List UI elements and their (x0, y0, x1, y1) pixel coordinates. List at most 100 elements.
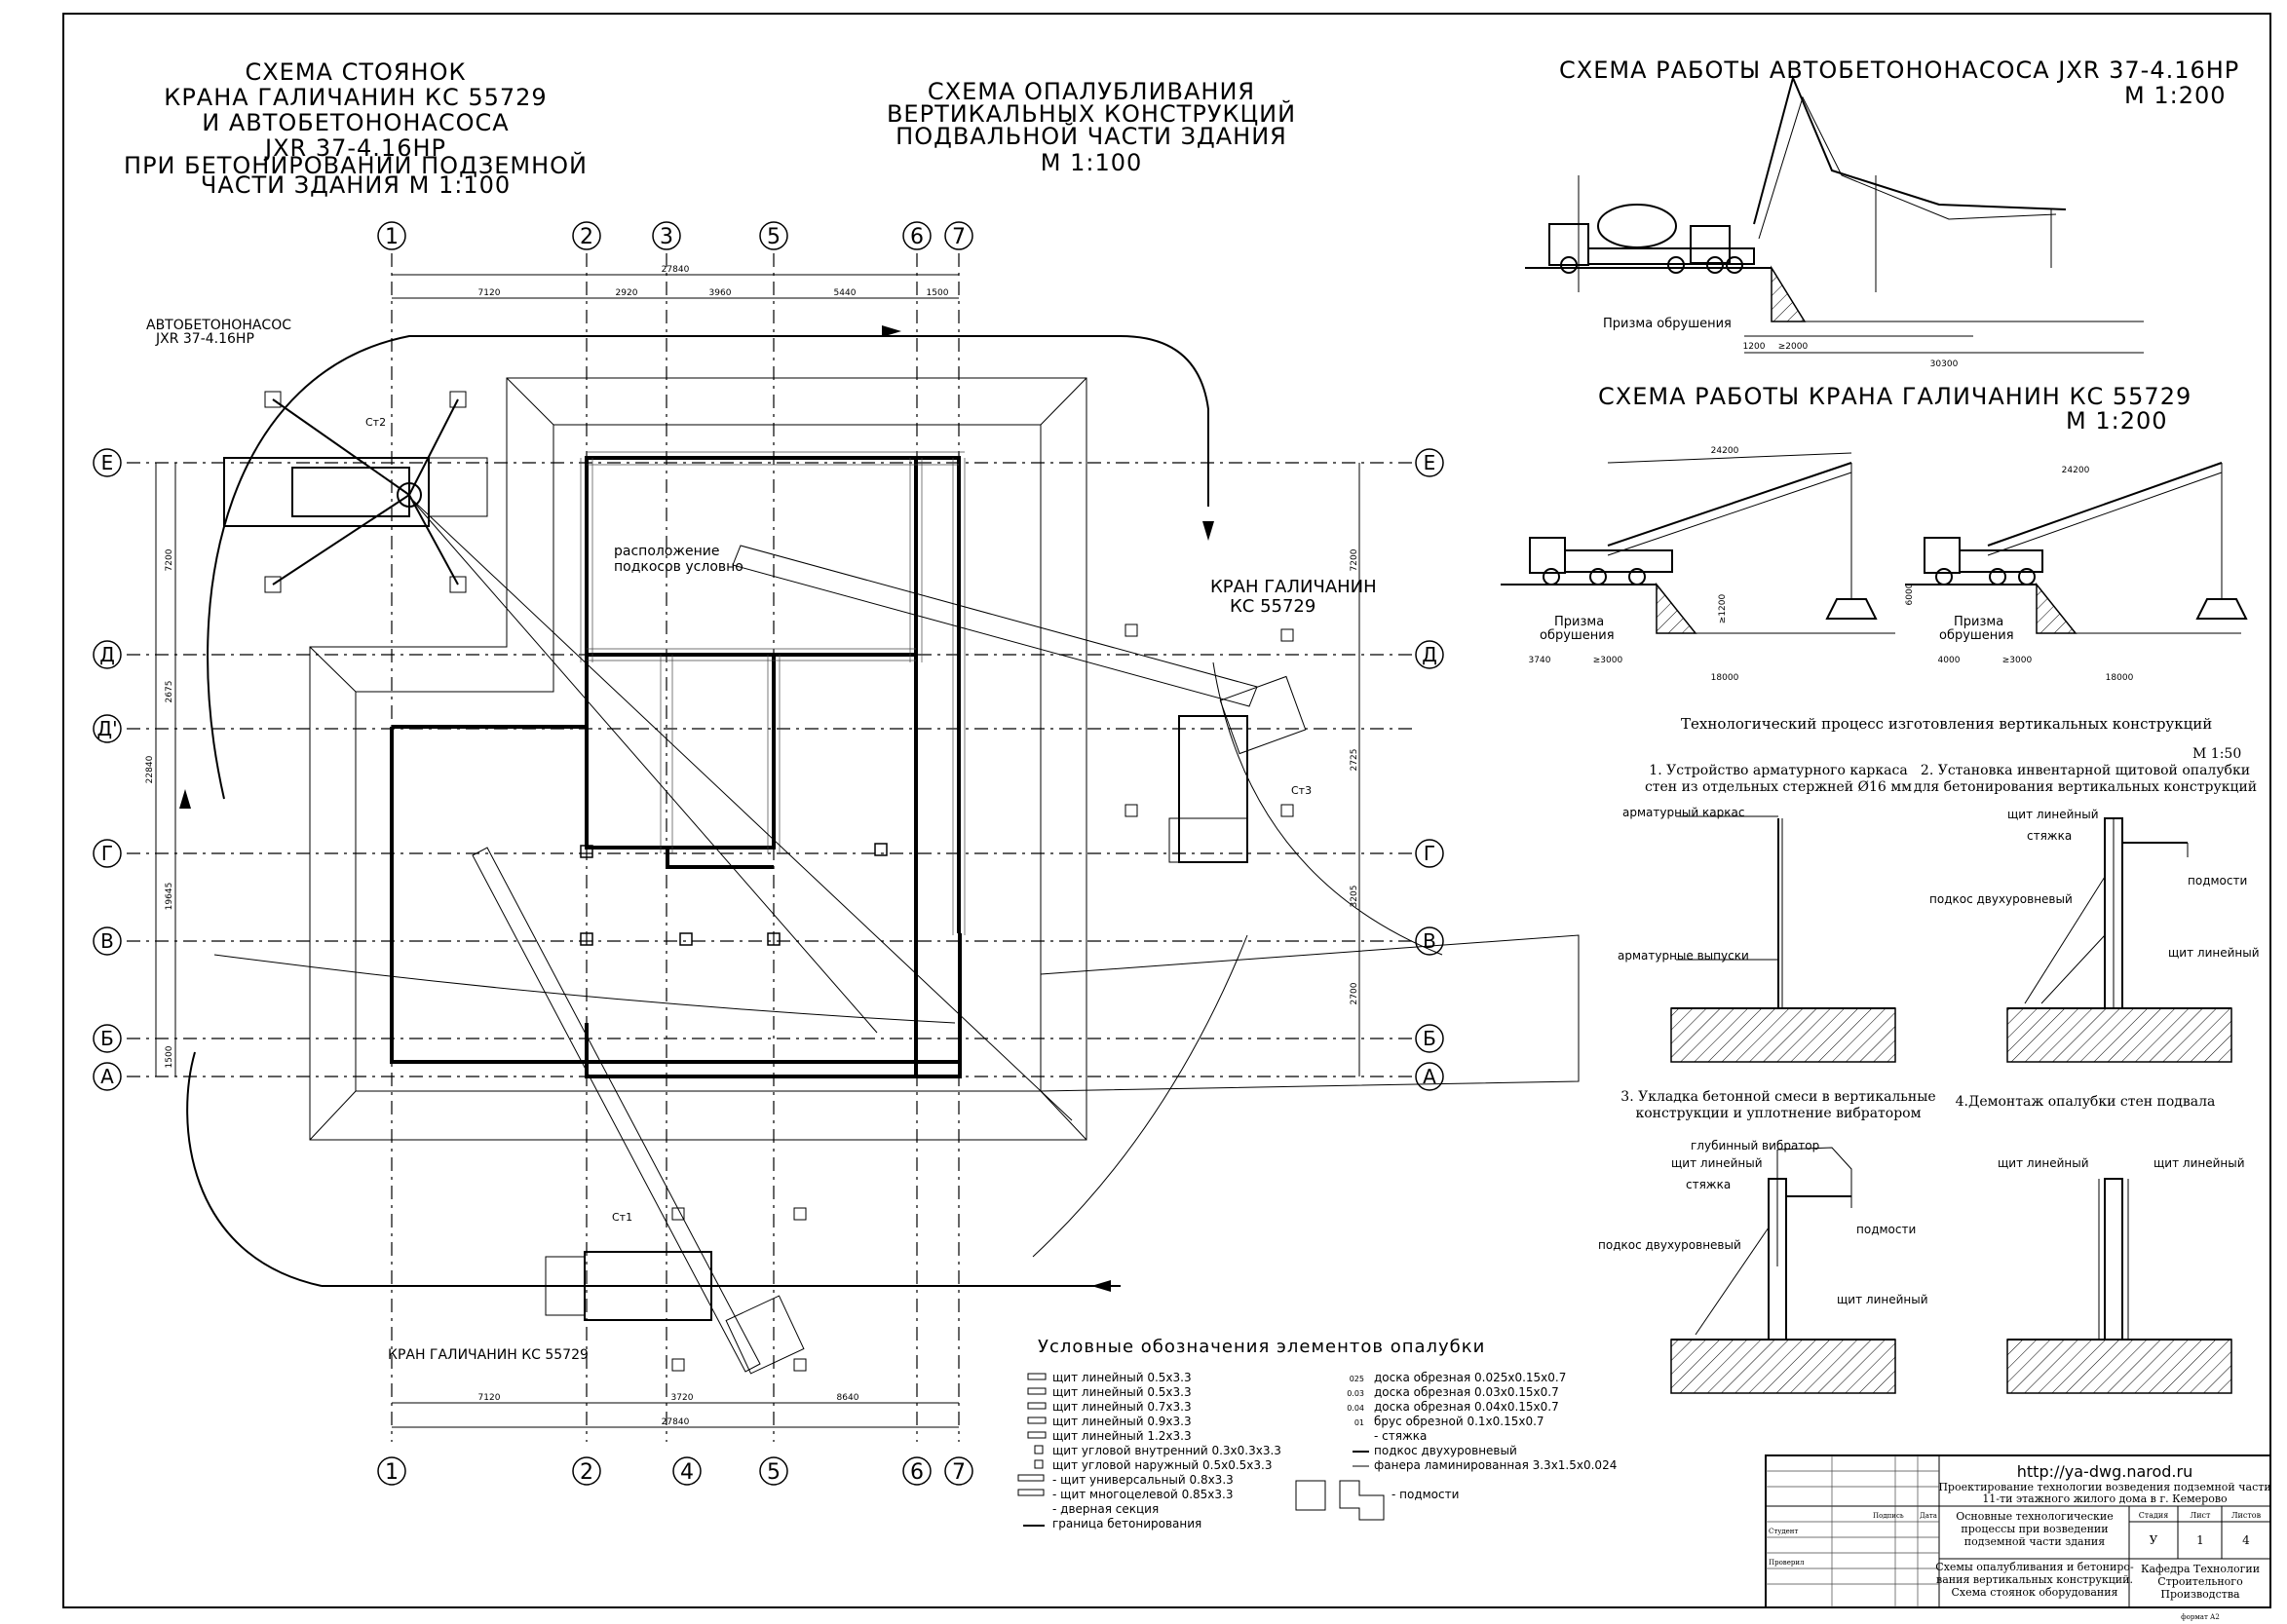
axis-label: 3 (660, 225, 673, 249)
pump-section: 1200 ≥2000 30300 Призма обрушения (1525, 74, 2144, 369)
dim-text: 3205 (1350, 886, 1359, 908)
axis-label: 1 (385, 1460, 399, 1485)
axis-label: 2 (580, 225, 593, 249)
legend-item: - подмости (1391, 1488, 1459, 1501)
dim-text: 6000 (1905, 583, 1915, 605)
axis-label: А (1423, 1065, 1436, 1088)
dim-text: ≥1200 (1718, 594, 1728, 624)
legend-item: доска обрезная 0.03х0.15х0.7 (1374, 1385, 1559, 1399)
step-label: глубинный вибратор (1691, 1139, 1819, 1152)
dim-text: 3720 (671, 1393, 694, 1403)
pump-label: АВТОБЕТОНОНАСОС (146, 318, 291, 333)
stamp-dept: Строительного (2157, 1575, 2243, 1588)
legend-item: граница бетонирования (1052, 1517, 1201, 1530)
axis-label: Д (1422, 643, 1437, 666)
stamp-sheet-title: Схема стоянок оборудования (1951, 1586, 2117, 1599)
step-label: щит линейный (1671, 1156, 1763, 1170)
crane-section-left: 24200 3740 ≥3000 18000 ≥1200 Призма обру… (1501, 446, 1895, 683)
legend-item: щит угловой внутренний 0.3х0.3х3.3 (1052, 1444, 1281, 1457)
stamp-header: Листов (2231, 1511, 2262, 1520)
title-line: ВЕРТИКАЛЬНЫХ КОНСТРУКЦИЙ (887, 99, 1296, 128)
dim-text: 7200 (1350, 548, 1359, 571)
grid-markers-top: 1 2 3 5 6 7 (377, 221, 973, 250)
grid-markers-bottom: 1 2 4 5 6 7 (377, 1456, 973, 1486)
axis-label: В (1423, 929, 1436, 953)
stamp-work: подземной части здания (1964, 1535, 2105, 1548)
axis-label: 5 (767, 225, 781, 249)
legend-item: брус обрезной 0.1х0.15х0.7 (1374, 1415, 1544, 1428)
prism-label: Призма обрушения (1603, 317, 1732, 331)
process-step-2: 2. Установка инвентарной щитовой опалубк… (1914, 763, 2260, 1063)
concrete-pump-truck (223, 391, 488, 593)
plan-labels: АВТОБЕТОНОНАСОС JXR 37-4.16HP КРАН ГАЛИЧ… (146, 318, 1377, 1363)
legend-code: 025 (1350, 1375, 1364, 1383)
prism-label: обрушения (1540, 628, 1615, 643)
legend-item: подкос двухуровневый (1374, 1444, 1517, 1457)
dim-text: 24200 (1711, 446, 1739, 456)
parking-scheme-title: СХЕМА СТОЯНОК КРАНА ГАЛИЧАНИН КС 55729 И… (124, 58, 587, 199)
title-line: СХЕМА СТОЯНОК (245, 58, 466, 86)
dim-text: 30300 (1930, 359, 1959, 369)
step-label: арматурные выпуски (1618, 949, 1749, 963)
axis-label: 5 (767, 1460, 781, 1485)
legend-item: доска обрезная 0.04х0.15х0.7 (1374, 1400, 1559, 1414)
dim-text: 8640 (837, 1393, 859, 1403)
crane-label: КРАН ГАЛИЧАНИН (1210, 577, 1377, 597)
axis-label: 7 (952, 1460, 966, 1485)
axis-label: В (100, 929, 114, 953)
dim-text: 2700 (1350, 982, 1359, 1004)
stamp-role: Проверил (1769, 1559, 1805, 1567)
step-label: арматурный каркас (1622, 806, 1744, 819)
stamp-project: 11-ти этажного жилого дома в г. Кемерово (1982, 1492, 2228, 1505)
legend-code: 0.04 (1347, 1404, 1364, 1413)
step-title: 3. Укладка бетонной смеси в вертикальные (1620, 1089, 1935, 1105)
dim-text: 3740 (1529, 656, 1551, 665)
step-label: подкос двухуровневый (1598, 1238, 1741, 1252)
dim-text: 1500 (927, 288, 949, 298)
plan-grid: 1 2 3 5 6 7 1 2 4 5 6 7 Е Д Д' Г В Б А Е… (93, 221, 1444, 1486)
stamp-value: 4 (2242, 1533, 2250, 1547)
axis-label: 6 (910, 225, 924, 249)
dim-text: 2675 (165, 681, 174, 703)
step-label: щит линейный (1837, 1293, 1928, 1306)
dim-text: ≥3000 (1593, 656, 1623, 665)
dim-text: 5440 (834, 288, 857, 298)
step-title: конструкции и уплотнение вибратором (1636, 1106, 1922, 1121)
swing-arcs (213, 661, 1443, 1258)
step-title: 2. Установка инвентарной щитовой опалубк… (1921, 763, 2250, 778)
axis-label: Е (1424, 451, 1436, 474)
step-title: 1. Устройство арматурного каркаса (1649, 763, 1907, 778)
dim-text: 2725 (1350, 749, 1359, 772)
crane-section-right: 24200 4000 ≥3000 18000 6000 Призма обруш… (1905, 462, 2248, 683)
dim-text: 18000 (1711, 673, 1739, 683)
crane-bottom (545, 1207, 807, 1375)
legend-item: доска обрезная 0.025х0.15х0.7 (1374, 1371, 1566, 1384)
grid-markers-letters: Е Д Д' Г В Б А Е Д Г В Б А (93, 448, 1444, 1091)
stamp-value: У (2150, 1533, 2158, 1547)
axis-label: 1 (385, 225, 399, 249)
legend-item: щит линейный 0.5х3.3 (1052, 1385, 1192, 1399)
step-label: подмости (1856, 1223, 1916, 1236)
dimensions-top: 27840 7120 2920 3960 5440 1500 (392, 265, 959, 299)
stamp-header: Стадия (2139, 1511, 2169, 1520)
axis-label: 4 (680, 1460, 694, 1485)
dim-text: 7200 (165, 548, 174, 571)
station-label: Ст3 (1291, 784, 1312, 797)
title-line: ПОДВАЛЬНОЙ ЧАСТИ ЗДАНИЯ (896, 122, 1287, 150)
process-title: Технологический процесс изготовления вер… (1681, 715, 2212, 733)
title-line: ЧАСТИ ЗДАНИЯ М 1:100 (201, 171, 511, 199)
step-label: стяжка (2027, 829, 2072, 843)
step-title: 4.Демонтаж опалубки стен подвала (1956, 1094, 2216, 1110)
legend-code: 01 (1354, 1418, 1364, 1427)
stamp-col: Подпись (1873, 1512, 1904, 1520)
dim-text: 18000 (2106, 673, 2134, 683)
stamp-sheet-title: Схемы опалубливания и бетониро- (1935, 1561, 2134, 1573)
process-scale: М 1:50 (2192, 746, 2241, 762)
stamp-value: 1 (2196, 1533, 2204, 1547)
stamp-project: Проектирование технологии возведения под… (1938, 1481, 2270, 1493)
crane-scheme-title: СХЕМА РАБОТЫ КРАНА ГАЛИЧАНИН КС 55729 М … (1598, 383, 2191, 434)
legend-title: Условные обозначения элементов опалубки (1038, 1337, 1485, 1357)
axis-label: 7 (952, 225, 966, 249)
dim-text: 27840 (662, 1417, 690, 1427)
